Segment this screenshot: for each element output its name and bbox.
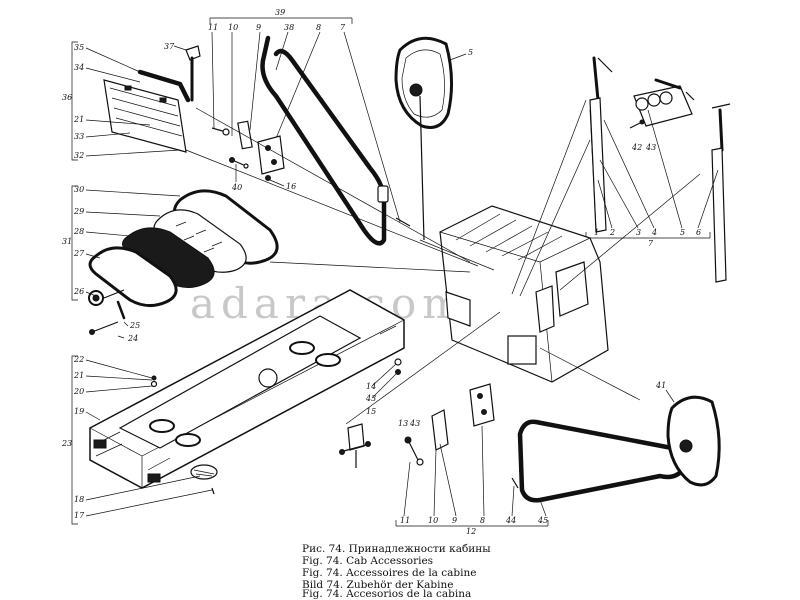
bracket-plate-top — [257, 135, 285, 175]
callout-40: 40 — [231, 183, 242, 192]
bolt-set-top — [211, 120, 253, 150]
callout-42: 42 — [631, 143, 642, 152]
rear-mirror-bottom — [666, 395, 721, 487]
caption-es: Fig. 74. Accesorios de la cabina — [302, 588, 471, 600]
cab-body — [439, 205, 609, 383]
callout-r4: 4 — [651, 228, 657, 237]
callout-b11: 11 — [400, 516, 410, 525]
caption-ru: Рис. 74. Принадлежности кабины — [302, 543, 491, 555]
callout-29: 29 — [73, 207, 84, 216]
callout-r5: 5 — [680, 228, 685, 237]
callout-37: 37 — [164, 42, 175, 51]
callout-21b: 21 — [73, 371, 84, 380]
caption-en: Fig. 74. Cab Accessories — [302, 555, 433, 567]
callout-b10: 10 — [428, 516, 438, 525]
callout-36: 36 — [62, 93, 72, 102]
caption-de: Bild 74. Zubehör der Kabine — [302, 579, 453, 591]
callout-30: 30 — [74, 185, 84, 194]
callout-13: 13 — [398, 419, 408, 428]
callout-10a: 10 — [228, 23, 238, 32]
callout-r2: 2 — [609, 228, 615, 237]
callout-43b: 43 — [365, 394, 376, 403]
hose-loop-top — [260, 35, 387, 246]
bracket-36: 36 — [62, 41, 78, 161]
callout-35: 35 — [74, 43, 84, 52]
callout-43c: 43 — [409, 419, 420, 428]
bracket-12: 12 — [395, 520, 549, 536]
callout-r1: 1 — [594, 228, 599, 237]
tee-fitting — [339, 423, 371, 468]
callout-12: 12 — [466, 527, 476, 536]
callout-14: 14 — [366, 382, 376, 391]
callout-39: 39 — [275, 8, 285, 17]
callout-22: 22 — [73, 355, 84, 364]
callout-19: 19 — [74, 407, 84, 416]
bracket-23: 23 — [61, 355, 78, 525]
bracket-31: 31 — [62, 185, 78, 301]
callout-15: 15 — [366, 407, 376, 416]
callout-26: 26 — [73, 287, 84, 296]
wiper-left — [589, 56, 613, 233]
callout-5: 5 — [468, 48, 473, 57]
callout-b8: 8 — [480, 516, 485, 525]
cover-18 — [190, 464, 218, 480]
callout-25: 25 — [129, 321, 140, 330]
wiper-right — [711, 103, 731, 283]
callout-b9: 9 — [452, 516, 457, 525]
callout-23: 23 — [61, 439, 72, 448]
figure-caption: Рис. 74. Принадлежности кабины Fig. 74. … — [302, 543, 491, 600]
bracket-7: 7 — [585, 232, 711, 248]
leaders-left-top — [85, 47, 181, 157]
callout-21a: 21 — [73, 115, 84, 124]
callout-43a: 43 — [645, 143, 656, 152]
bracket-plate-bottom — [469, 383, 495, 427]
callout-17: 17 — [74, 511, 85, 520]
callout-b44: 44 — [505, 516, 516, 525]
leaders-to-cab — [185, 99, 701, 425]
sun-visor — [103, 79, 187, 153]
visor-bracket — [185, 45, 201, 102]
callout-r3: 3 — [636, 228, 641, 237]
callout-b45: 45 — [537, 516, 548, 525]
callout-41: 41 — [655, 381, 666, 390]
callout-38: 38 — [284, 23, 294, 32]
callout-31: 31 — [62, 237, 72, 246]
callout-32: 32 — [74, 151, 84, 160]
callout-9a: 9 — [256, 23, 261, 32]
callout-20: 20 — [73, 387, 84, 396]
callout-8a: 8 — [316, 23, 321, 32]
callout-11a: 11 — [208, 23, 218, 32]
callout-16: 16 — [286, 182, 296, 191]
bracket-39: 39 — [209, 8, 353, 24]
filter-gasket-27 — [88, 246, 178, 307]
caption-fr: Fig. 74. Accessoires de la cabine — [302, 567, 476, 579]
rear-mirror-top — [394, 36, 454, 241]
visor-rod — [137, 69, 191, 103]
floor-frame — [89, 289, 405, 489]
callout-18: 18 — [74, 495, 84, 504]
callout-24: 24 — [127, 334, 138, 343]
screws-40 — [229, 157, 271, 181]
callout-28: 28 — [73, 227, 84, 236]
callout-r6: 6 — [696, 228, 701, 237]
callout-33: 33 — [74, 132, 84, 141]
callout-27: 27 — [73, 249, 85, 258]
heater-fan — [633, 78, 695, 127]
hose-loop-bottom — [517, 419, 688, 503]
callout-7: 7 — [340, 23, 346, 32]
callout-r7: 7 — [648, 239, 654, 248]
callout-34: 34 — [74, 63, 84, 72]
